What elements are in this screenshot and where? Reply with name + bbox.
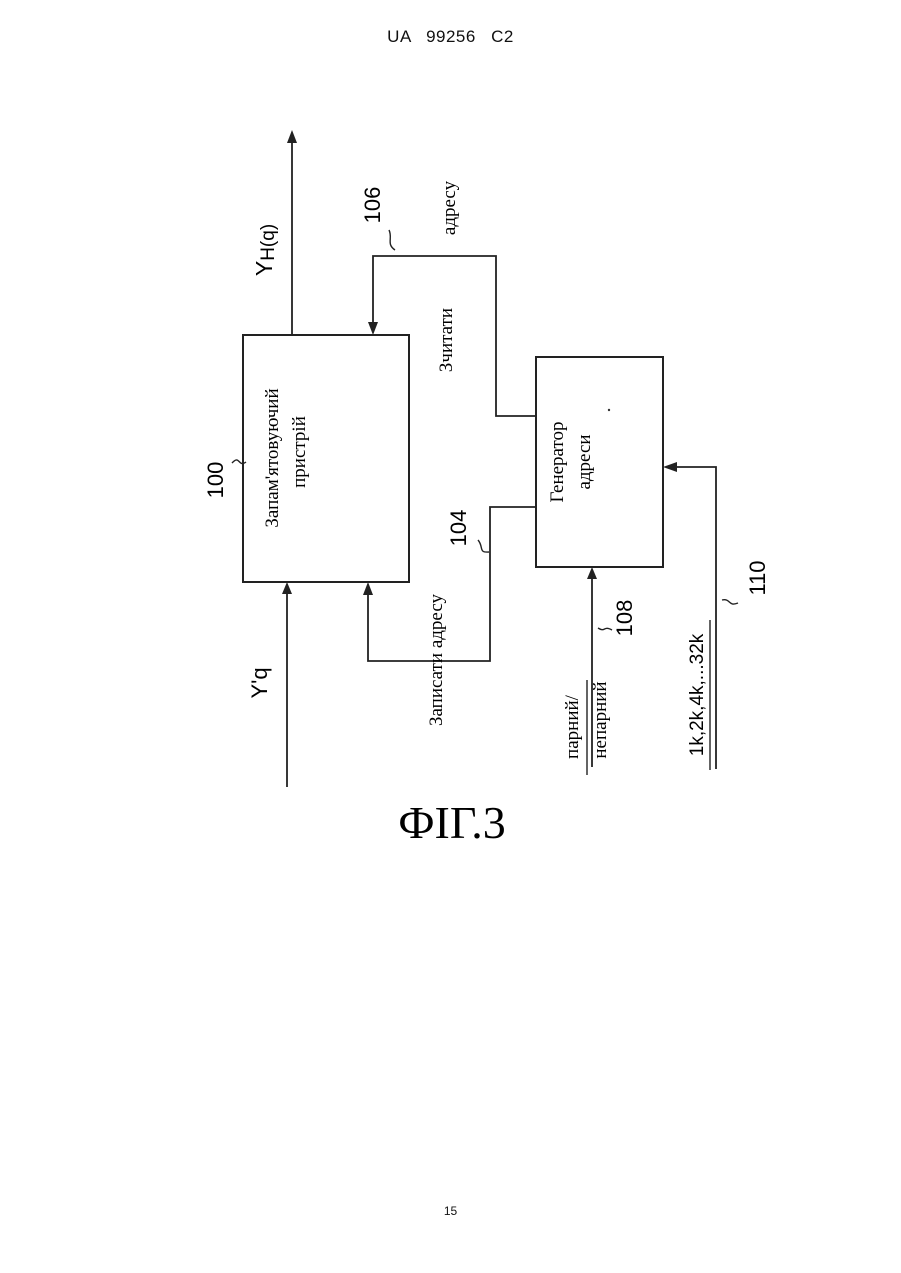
parity-label-line2: непарний — [590, 681, 611, 758]
speck-mark — [608, 409, 610, 411]
read-address-label-line1: Зчитати — [436, 308, 457, 372]
ref-104-leader — [478, 540, 489, 552]
ref-110-leader — [722, 600, 738, 604]
page-number: 15 — [0, 1204, 901, 1218]
generator-label-line2: адреси — [574, 434, 595, 489]
ref-106-leader — [389, 230, 395, 250]
memory-label-line2: пристрій — [289, 416, 310, 488]
ref-108: 108 — [612, 600, 637, 637]
output-label: YH(q) — [251, 224, 279, 276]
ref-104: 104 — [446, 510, 471, 547]
input-label: Y'q — [247, 667, 272, 698]
mode-arrowhead — [663, 462, 677, 472]
ref-108-leader — [598, 628, 612, 630]
output-arrowhead — [287, 130, 297, 143]
write-address-arrowhead — [363, 582, 373, 595]
parity-label-line1: парний/ — [562, 694, 583, 759]
ref-106: 106 — [360, 187, 385, 224]
output-label-sub: H(q) — [258, 224, 279, 261]
read-address-arrowhead — [368, 322, 378, 335]
output-label-main: Y — [251, 261, 277, 276]
figure-caption: ФІГ.3 — [398, 797, 506, 848]
ref-110: 110 — [745, 560, 770, 595]
ref-100: 100 — [203, 462, 228, 499]
read-address-label-line2: адресу — [439, 180, 460, 235]
mode-label: 1k,2k,4k,...32k — [687, 633, 708, 756]
write-address-label: Записати адресу — [426, 593, 447, 726]
generator-label-line1: Генератор — [547, 421, 568, 502]
memory-label-line1: Запам'ятовуючий — [262, 388, 283, 527]
parity-arrowhead — [587, 567, 597, 579]
input-arrowhead — [282, 582, 292, 594]
